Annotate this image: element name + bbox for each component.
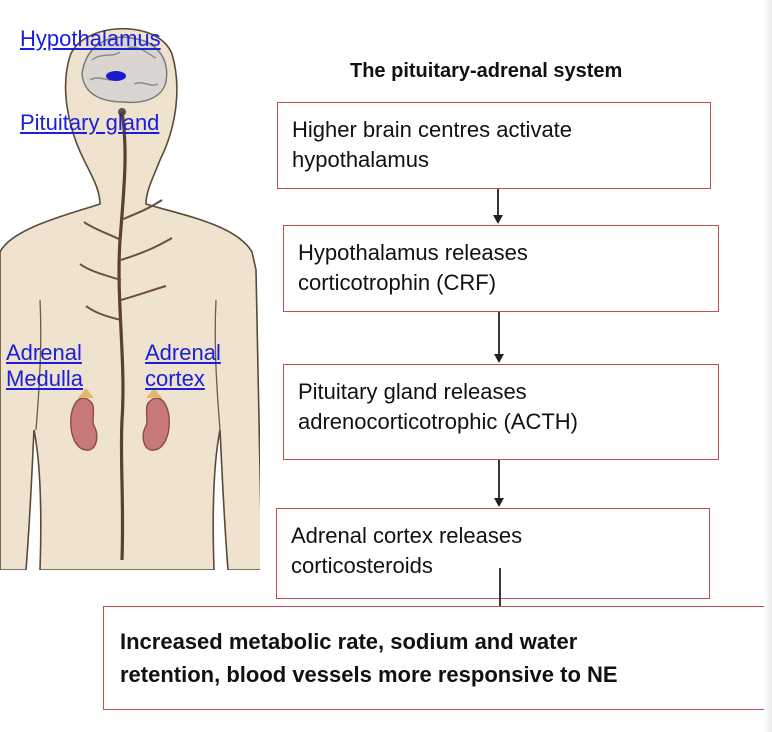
- arrow-2: [494, 312, 504, 363]
- arrow-3: [494, 460, 504, 507]
- adrenal-medulla-link[interactable]: Adrenal Medulla: [6, 340, 83, 392]
- step-2-line2: corticotrophin (CRF): [298, 270, 497, 295]
- adrenal-medulla-line1[interactable]: Adrenal: [6, 340, 82, 365]
- result-line2: retention, blood vessels more responsive…: [120, 662, 618, 687]
- brain: [81, 36, 168, 104]
- arrow-4: [499, 568, 501, 608]
- step-4-line1: Adrenal cortex releases: [291, 523, 523, 548]
- body-outline: [0, 27, 260, 570]
- pituitary-gland-link[interactable]: Pituitary gland: [20, 110, 160, 135]
- arm-line-left: [35, 299, 42, 431]
- adrenal-left: [78, 388, 94, 398]
- adrenal-cortex-line2[interactable]: cortex: [145, 366, 205, 391]
- step-1-line2: hypothalamus: [292, 147, 429, 172]
- hypothalamus-link[interactable]: Hypothalamus: [20, 26, 161, 51]
- human-body-illustration: [0, 27, 260, 570]
- step-3-line1: Pituitary gland releases: [298, 379, 527, 404]
- right-edge-shadow: [764, 0, 772, 732]
- step-box-4: Adrenal cortex releases corticosteroids: [276, 508, 710, 599]
- step-box-1: Higher brain centres activate hypothalam…: [277, 102, 711, 189]
- adrenal-cortex-link[interactable]: Adrenal cortex: [145, 340, 221, 392]
- spinal-cord: [117, 111, 127, 561]
- step-3-line2: adrenocorticotrophic (ACTH): [298, 409, 578, 434]
- kidney-left: [70, 397, 98, 451]
- arrow-1: [493, 189, 503, 224]
- nerve-branches: [79, 199, 173, 321]
- result-line1: Increased metabolic rate, sodium and wat…: [120, 629, 578, 654]
- step-box-3: Pituitary gland releases adrenocorticotr…: [283, 364, 719, 460]
- adrenal-right: [146, 388, 162, 398]
- adrenal-cortex-line1[interactable]: Adrenal: [145, 340, 221, 365]
- brain-folds: [89, 46, 159, 86]
- arm-line-right: [214, 299, 221, 431]
- step-box-2: Hypothalamus releases corticotrophin (CR…: [283, 225, 719, 312]
- step-1-line1: Higher brain centres activate: [292, 117, 573, 142]
- step-4-line2: corticosteroids: [291, 553, 433, 578]
- kidney-right: [142, 397, 170, 451]
- result-box: Increased metabolic rate, sodium and wat…: [103, 606, 765, 710]
- step-2-line1: Hypothalamus releases: [298, 240, 528, 265]
- adrenal-medulla-line2[interactable]: Medulla: [6, 366, 84, 391]
- diagram-title: The pituitary-adrenal system: [350, 60, 623, 82]
- hypothalamus-marker: [106, 71, 126, 81]
